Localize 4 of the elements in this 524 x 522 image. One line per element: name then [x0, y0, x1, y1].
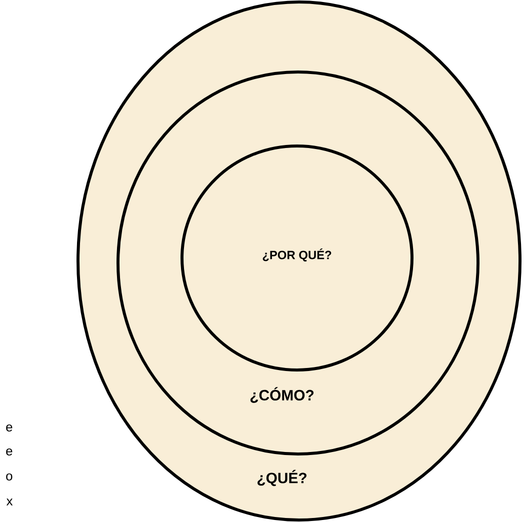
text-fragment: o [6, 473, 12, 481]
text-fragment: e [6, 448, 12, 456]
text-fragment: x [6, 498, 13, 506]
text-fragment: e [6, 424, 12, 432]
